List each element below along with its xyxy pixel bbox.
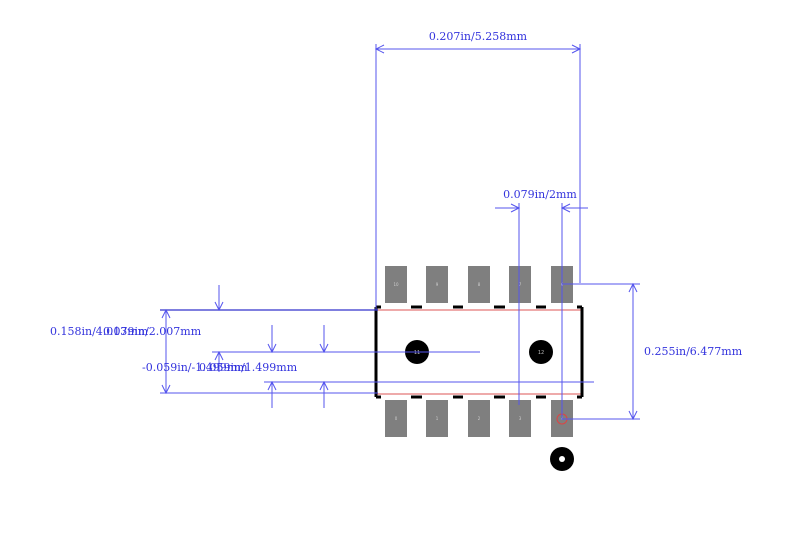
pad-top-3-label: 8 xyxy=(478,282,481,287)
pad-bottom-4-label: 3 xyxy=(519,416,522,421)
pad-top-4 xyxy=(509,266,531,303)
pad-top-2 xyxy=(426,266,448,303)
pad-bottom-2-label: 1 xyxy=(436,416,439,421)
overall-width-label: 0.207in/5.258mm xyxy=(429,30,528,43)
pad-top-3 xyxy=(468,266,490,303)
pad-top-2-label: 9 xyxy=(436,282,439,287)
pad-bottom-3-label: 2 xyxy=(478,416,481,421)
pad-top-4-label: 7 xyxy=(519,282,522,287)
dimension-left-group: 0.158in/4.013mm 0.079in/2.007mm -0.059in… xyxy=(50,285,594,408)
mounting-hole-2 xyxy=(529,340,553,364)
pad-bottom-1-label: 0 xyxy=(395,416,398,421)
pad-bottom-1 xyxy=(385,400,407,437)
pad-top-1 xyxy=(385,266,407,303)
body-outline xyxy=(374,305,584,399)
left-upper-label-a: 0.158in/4.013mm xyxy=(50,325,149,338)
pad-bottom-3 xyxy=(468,400,490,437)
pad-top-1-label: 10 xyxy=(393,282,399,287)
left-lower-label-b: 0.059in/1.499mm xyxy=(199,361,298,374)
overall-length-label: 0.255in/6.477mm xyxy=(644,345,743,358)
dimension-pitch: 0.079in/2mm xyxy=(495,188,588,420)
left-upper-label-b: 0.079in/2.007mm xyxy=(103,325,202,338)
mounting-hole-1-label: 11 xyxy=(414,350,420,356)
dimension-overall-width: 0.207in/5.258mm xyxy=(374,30,582,310)
bottom-pad-row: 0 1 2 3 4 xyxy=(385,400,573,437)
mounting-hole-2-label: 12 xyxy=(538,350,544,356)
pad-bottom-2 xyxy=(426,400,448,437)
top-pad-row: 10 9 8 7 6 xyxy=(385,266,573,303)
left-lower-label-a: -0.059in/-1.499mm xyxy=(142,361,248,374)
dimension-overall-length: 0.255in/6.477mm xyxy=(562,282,743,421)
pitch-label: 0.079in/2mm xyxy=(503,188,577,201)
pin1-marker-center xyxy=(559,456,565,462)
pad-bottom-4 xyxy=(509,400,531,437)
